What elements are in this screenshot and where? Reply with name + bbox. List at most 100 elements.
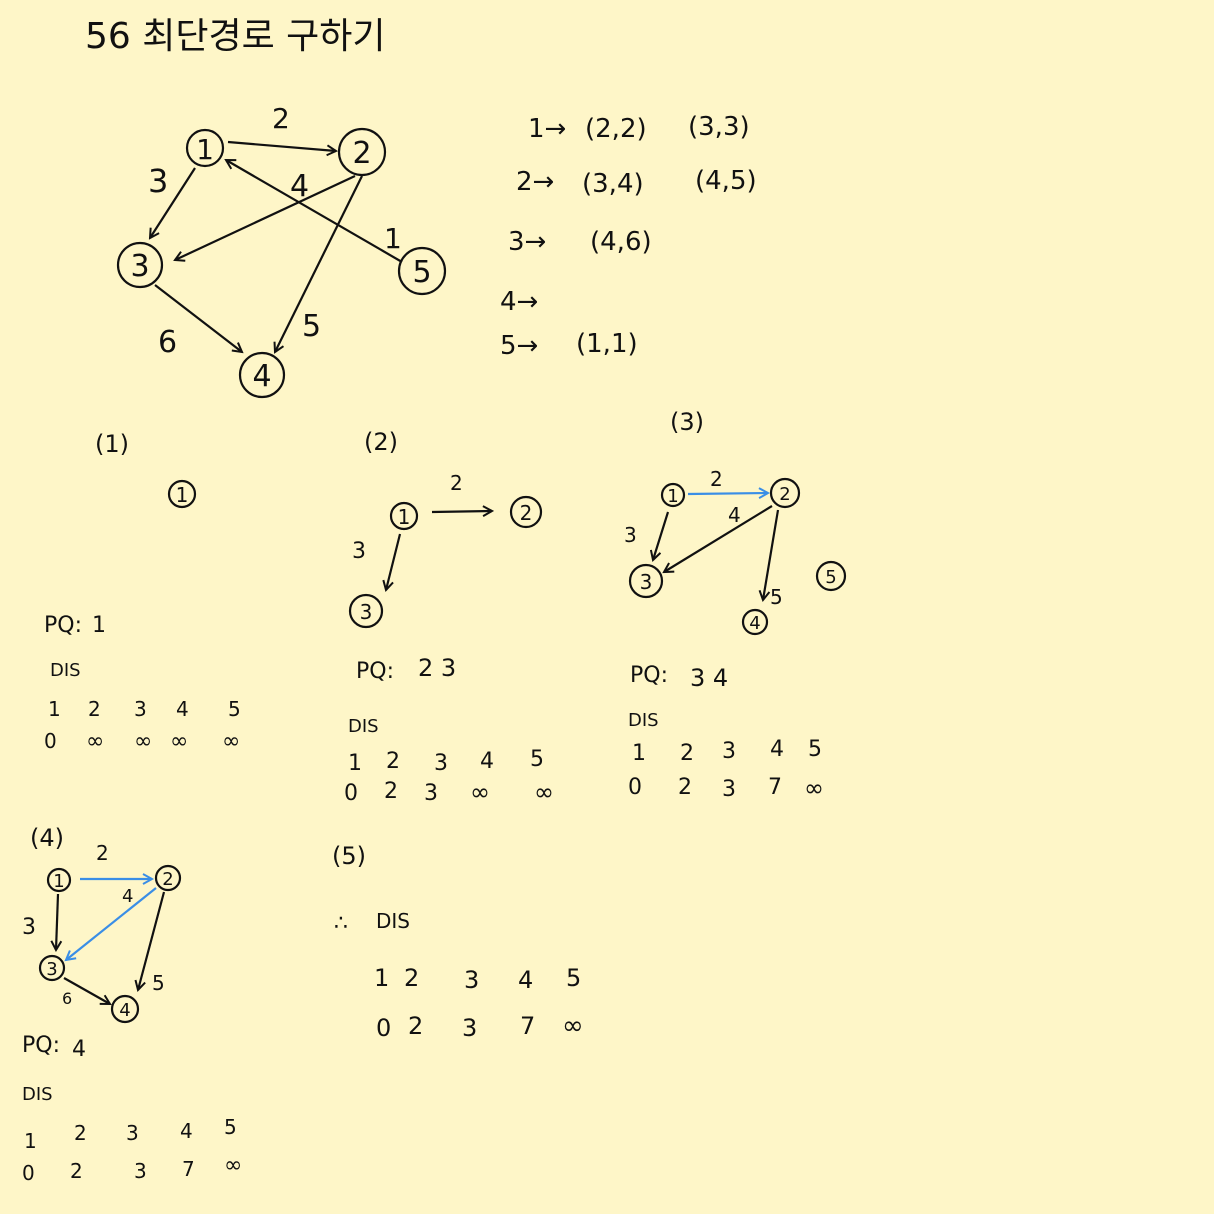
pq-label: PQ: — [44, 613, 82, 638]
graph-node-2: 2 — [337, 127, 387, 177]
step-node-2: 2 — [769, 477, 801, 509]
dis-value: 0 — [44, 729, 57, 753]
step-label: (5) — [332, 842, 366, 870]
edge-weight: 4 — [290, 169, 309, 204]
step-edge-1-2 — [431, 511, 492, 512]
node-label: 1 — [398, 505, 411, 529]
edge-2-3 — [175, 175, 356, 260]
edge-weight: 3 — [22, 915, 36, 940]
dis-value: ∞ — [222, 729, 240, 754]
edge-1-2 — [227, 140, 336, 151]
dis-header: 3 — [722, 739, 736, 764]
node-label: 2 — [520, 501, 533, 525]
dis-label: DIS — [628, 710, 659, 731]
node-label: 5 — [412, 255, 431, 290]
dis-value: 2 — [70, 1159, 83, 1183]
dis-header: 2 — [680, 741, 694, 766]
edge-weight: 2 — [450, 471, 463, 495]
step-edge-3-4 — [63, 977, 110, 1004]
dis-value: 2 — [678, 775, 692, 800]
dis-value: ∞ — [470, 778, 490, 806]
dis-value: ∞ — [224, 1153, 242, 1178]
step-node-4: 4 — [741, 608, 769, 636]
dis-header: 4 — [180, 1119, 193, 1143]
dis-header: 3 — [434, 751, 448, 776]
dis-header: 5 — [224, 1115, 237, 1139]
step-node-1: 1 — [167, 479, 197, 509]
step-node-3: 3 — [628, 563, 664, 599]
graph-node-5: 5 — [397, 246, 447, 296]
step-edge-2-4 — [138, 891, 166, 990]
dis-label: DIS — [50, 660, 81, 681]
step-node-1: 1 — [46, 867, 72, 893]
node-label: 3 — [46, 959, 57, 980]
dis-header: 1 — [48, 697, 61, 721]
node-label: 1 — [667, 486, 678, 507]
step-2: (2) 2 3 1 2 3 PQ: 2 3 DIS 1 2 3 4 5 0 2 … — [344, 428, 554, 806]
dis-header: 4 — [176, 697, 189, 721]
step-node-3: 3 — [348, 593, 384, 629]
node-label: 3 — [360, 600, 373, 624]
dis-header: 2 — [386, 749, 400, 774]
dis-label: DIS — [348, 716, 379, 737]
node-label: 3 — [130, 249, 149, 284]
edge-weight: 3 — [148, 162, 168, 200]
dis-value: ∞ — [562, 1011, 584, 1041]
dis-value: 3 — [134, 1159, 147, 1183]
step-node-1: 1 — [660, 482, 686, 508]
edge-weight: 4 — [728, 503, 741, 527]
therefore-symbol: ∴ — [334, 911, 348, 936]
node-label: 3 — [640, 570, 653, 594]
dis-value: 3 — [462, 1014, 477, 1042]
step-edge-2-3 — [664, 505, 773, 572]
step-edge-1-3 — [653, 511, 670, 560]
edge-weight: 5 — [152, 971, 165, 995]
edge-weight: 3 — [624, 523, 637, 547]
dis-value: 0 — [628, 775, 642, 800]
edge-1-3 — [150, 167, 196, 238]
pq-value: 1 — [92, 613, 106, 638]
pq-label: PQ: — [22, 1033, 60, 1058]
pq-value: 3 4 — [690, 664, 728, 692]
node-label: 1 — [196, 133, 214, 166]
adjacency-list: 1→ (2,2) (3,3) 2→ (3,4) (4,5) 3→ (4,6) 4… — [500, 112, 757, 361]
dis-header: 2 — [74, 1121, 87, 1145]
step-node-4: 4 — [110, 994, 140, 1024]
dis-value: 2 — [408, 1012, 423, 1040]
graph-node-4: 4 — [238, 351, 286, 399]
node-label: 2 — [162, 869, 173, 890]
step-label: (3) — [670, 408, 704, 436]
dis-value: 0 — [22, 1161, 35, 1185]
node-label: 5 — [825, 567, 836, 588]
dis-label: DIS — [376, 909, 410, 933]
dis-value: ∞ — [534, 778, 554, 806]
adjacency-node: 5→ — [500, 331, 538, 361]
dis-header: 3 — [134, 697, 147, 721]
dis-header: 3 — [464, 966, 479, 994]
dis-header: 5 — [228, 697, 241, 721]
step-4: (4) 2 3 4 5 6 1 2 3 4 PQ: 4 DIS 1 2 3 4 … — [22, 824, 242, 1185]
step-node-1: 1 — [389, 501, 419, 531]
node-label: 4 — [252, 359, 271, 394]
pq-label: PQ: — [356, 659, 394, 684]
dis-header: 2 — [404, 964, 419, 992]
adjacency-pair: (2,2) — [585, 114, 647, 144]
adjacency-pair: (3,4) — [582, 169, 644, 199]
dis-label: DIS — [22, 1084, 53, 1105]
step-3: (3) 2 3 4 5 1 2 3 4 5 PQ: 3 4 DIS 1 2 3 … — [624, 408, 847, 802]
step-label: (1) — [95, 430, 129, 458]
dis-header: 4 — [480, 749, 494, 774]
pq-label: PQ: — [630, 663, 668, 688]
adjacency-pair: (3,3) — [688, 112, 750, 142]
step-label: (2) — [364, 428, 398, 456]
edge-weight: 1 — [384, 222, 402, 255]
step-node-2: 2 — [154, 864, 182, 892]
dis-value: 7 — [520, 1012, 535, 1040]
dis-value: 2 — [384, 779, 398, 804]
dis-value: 3 — [424, 781, 438, 806]
node-label: 1 — [176, 483, 189, 507]
node-label: 4 — [119, 1000, 130, 1021]
adjacency-pair: (4,5) — [695, 166, 757, 196]
adjacency-pair: (1,1) — [576, 329, 638, 359]
